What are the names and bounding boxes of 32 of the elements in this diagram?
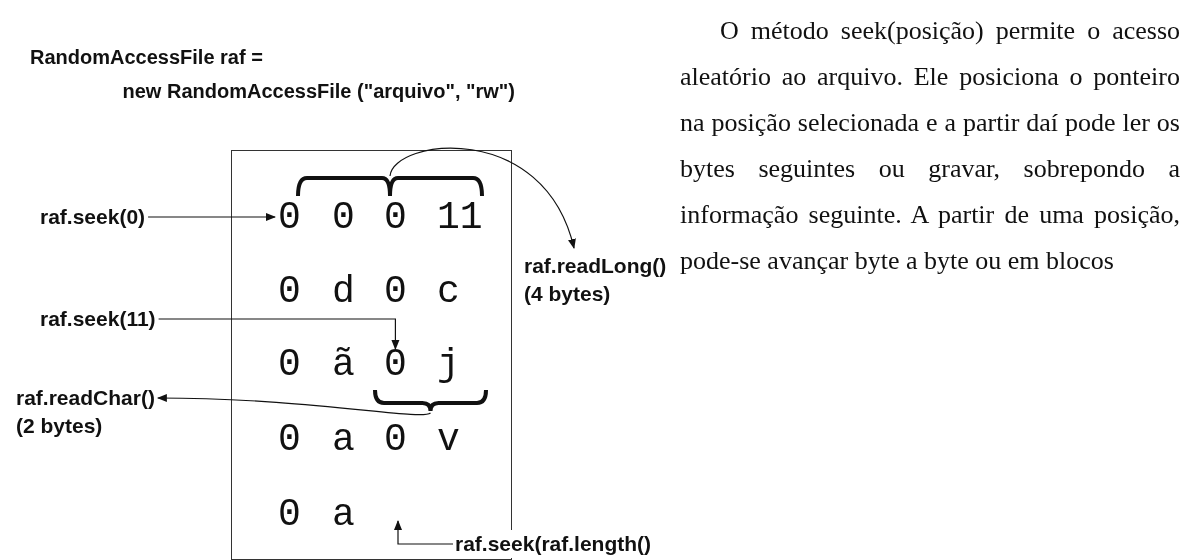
byte-value: 0 xyxy=(384,272,407,312)
byte-value: 0 xyxy=(278,272,301,312)
curly-brace xyxy=(297,174,483,196)
byte-count-note: (2 bytes) xyxy=(16,413,104,439)
byte-value: 0 xyxy=(278,345,301,385)
byte-value: 0 xyxy=(278,198,301,238)
byte-value: 0 xyxy=(332,198,355,238)
method-call-label: raf.readChar() xyxy=(16,385,155,411)
byte-value: j xyxy=(437,345,460,385)
byte-value: c xyxy=(437,272,460,312)
arrow xyxy=(394,520,454,545)
method-call-label: raf.seek(raf.length() xyxy=(455,530,652,558)
byte-count-note: (4 bytes) xyxy=(524,281,612,307)
byte-value: v xyxy=(437,420,460,460)
arrow xyxy=(156,394,432,416)
byte-value: 0 xyxy=(384,345,407,385)
byte-value: a xyxy=(332,495,355,535)
explanation-paragraph: O método seek(posição) permite o acesso aleatório ao arquivo. Ele posiciona o ponteiro na posição selecionada e a partir daí pode ler os bytes seguintes ou gravar, sobrepondo a informação seguinte. A partir de uma posição, pode-se avançar byte a byte ou em blocos xyxy=(680,15,1180,277)
byte-value: 0 xyxy=(384,198,407,238)
byte-value: 11 xyxy=(437,198,483,238)
byte-value: ã xyxy=(332,345,355,385)
byte-value: d xyxy=(332,272,355,312)
code-statement: RandomAccessFile raf = new RandomAccessFile ("arquivo", "rw") xyxy=(30,45,515,104)
arrow xyxy=(389,147,575,249)
method-call-label: raf.readLong() xyxy=(524,253,667,279)
byte-value: 0 xyxy=(278,495,301,535)
curly-brace xyxy=(374,389,487,411)
byte-value: 0 xyxy=(384,420,407,460)
byte-value: 0 xyxy=(278,420,301,460)
byte-value: a xyxy=(332,420,355,460)
arrow xyxy=(147,213,276,221)
arrow xyxy=(158,318,400,350)
